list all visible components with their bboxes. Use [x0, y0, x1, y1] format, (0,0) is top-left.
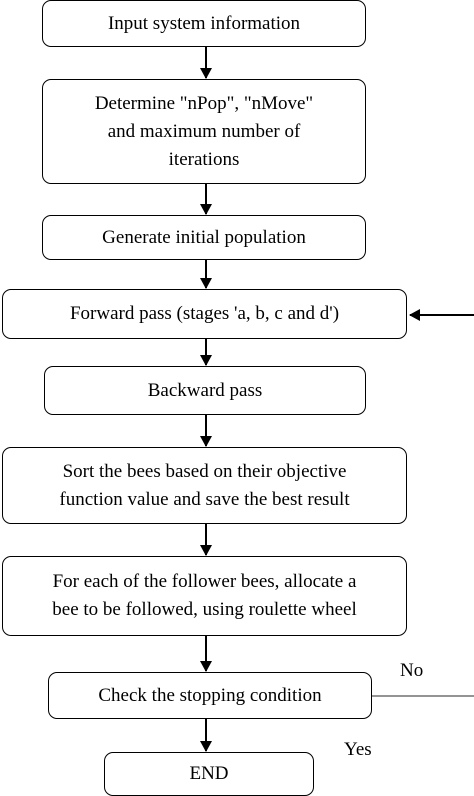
branch-label-no: No [400, 660, 424, 681]
step-sort-line-2: function value and save the best result [59, 488, 350, 510]
step-generate-label: Generate initial population [102, 226, 306, 248]
step-backward-pass: Backward pass [44, 366, 366, 415]
step-follower-bees: For each of the follower bees, allocate … [2, 556, 407, 636]
step-determine-line-3: iterations [168, 148, 240, 170]
step-generate-initial-population: Generate initial population [42, 215, 366, 260]
step-determine-parameters: Determine "nPop", "nMove" and maximum nu… [42, 79, 366, 184]
step-follower-line-1: For each of the follower bees, allocate … [52, 571, 357, 592]
step-follower-line-2: bee to be followed, using roulette wheel [52, 599, 357, 620]
step-backward-label: Backward pass [147, 379, 263, 401]
step-forward-label: Forward pass (stages 'a, b, c and d') [69, 303, 340, 324]
step-input-system-information: Input system information [42, 0, 366, 47]
step-check-label: Check the stopping condition [98, 684, 322, 706]
step-determine-line-2: and maximum number of [107, 120, 301, 142]
step-check-stopping-condition: Check the stopping condition [48, 672, 372, 719]
branch-label-yes: Yes [344, 739, 372, 760]
step-forward-pass: Forward pass (stages 'a, b, c and d') [2, 289, 407, 339]
step-end-label: END [189, 763, 229, 784]
step-determine-line-1: Determine "nPop", "nMove" [94, 92, 314, 114]
step-sort-line-1: Sort the bees based on their objective [62, 460, 347, 482]
step-input-label: Input system information [107, 12, 301, 34]
step-end: END [104, 752, 314, 796]
step-sort-bees: Sort the bees based on their objective f… [2, 447, 407, 524]
